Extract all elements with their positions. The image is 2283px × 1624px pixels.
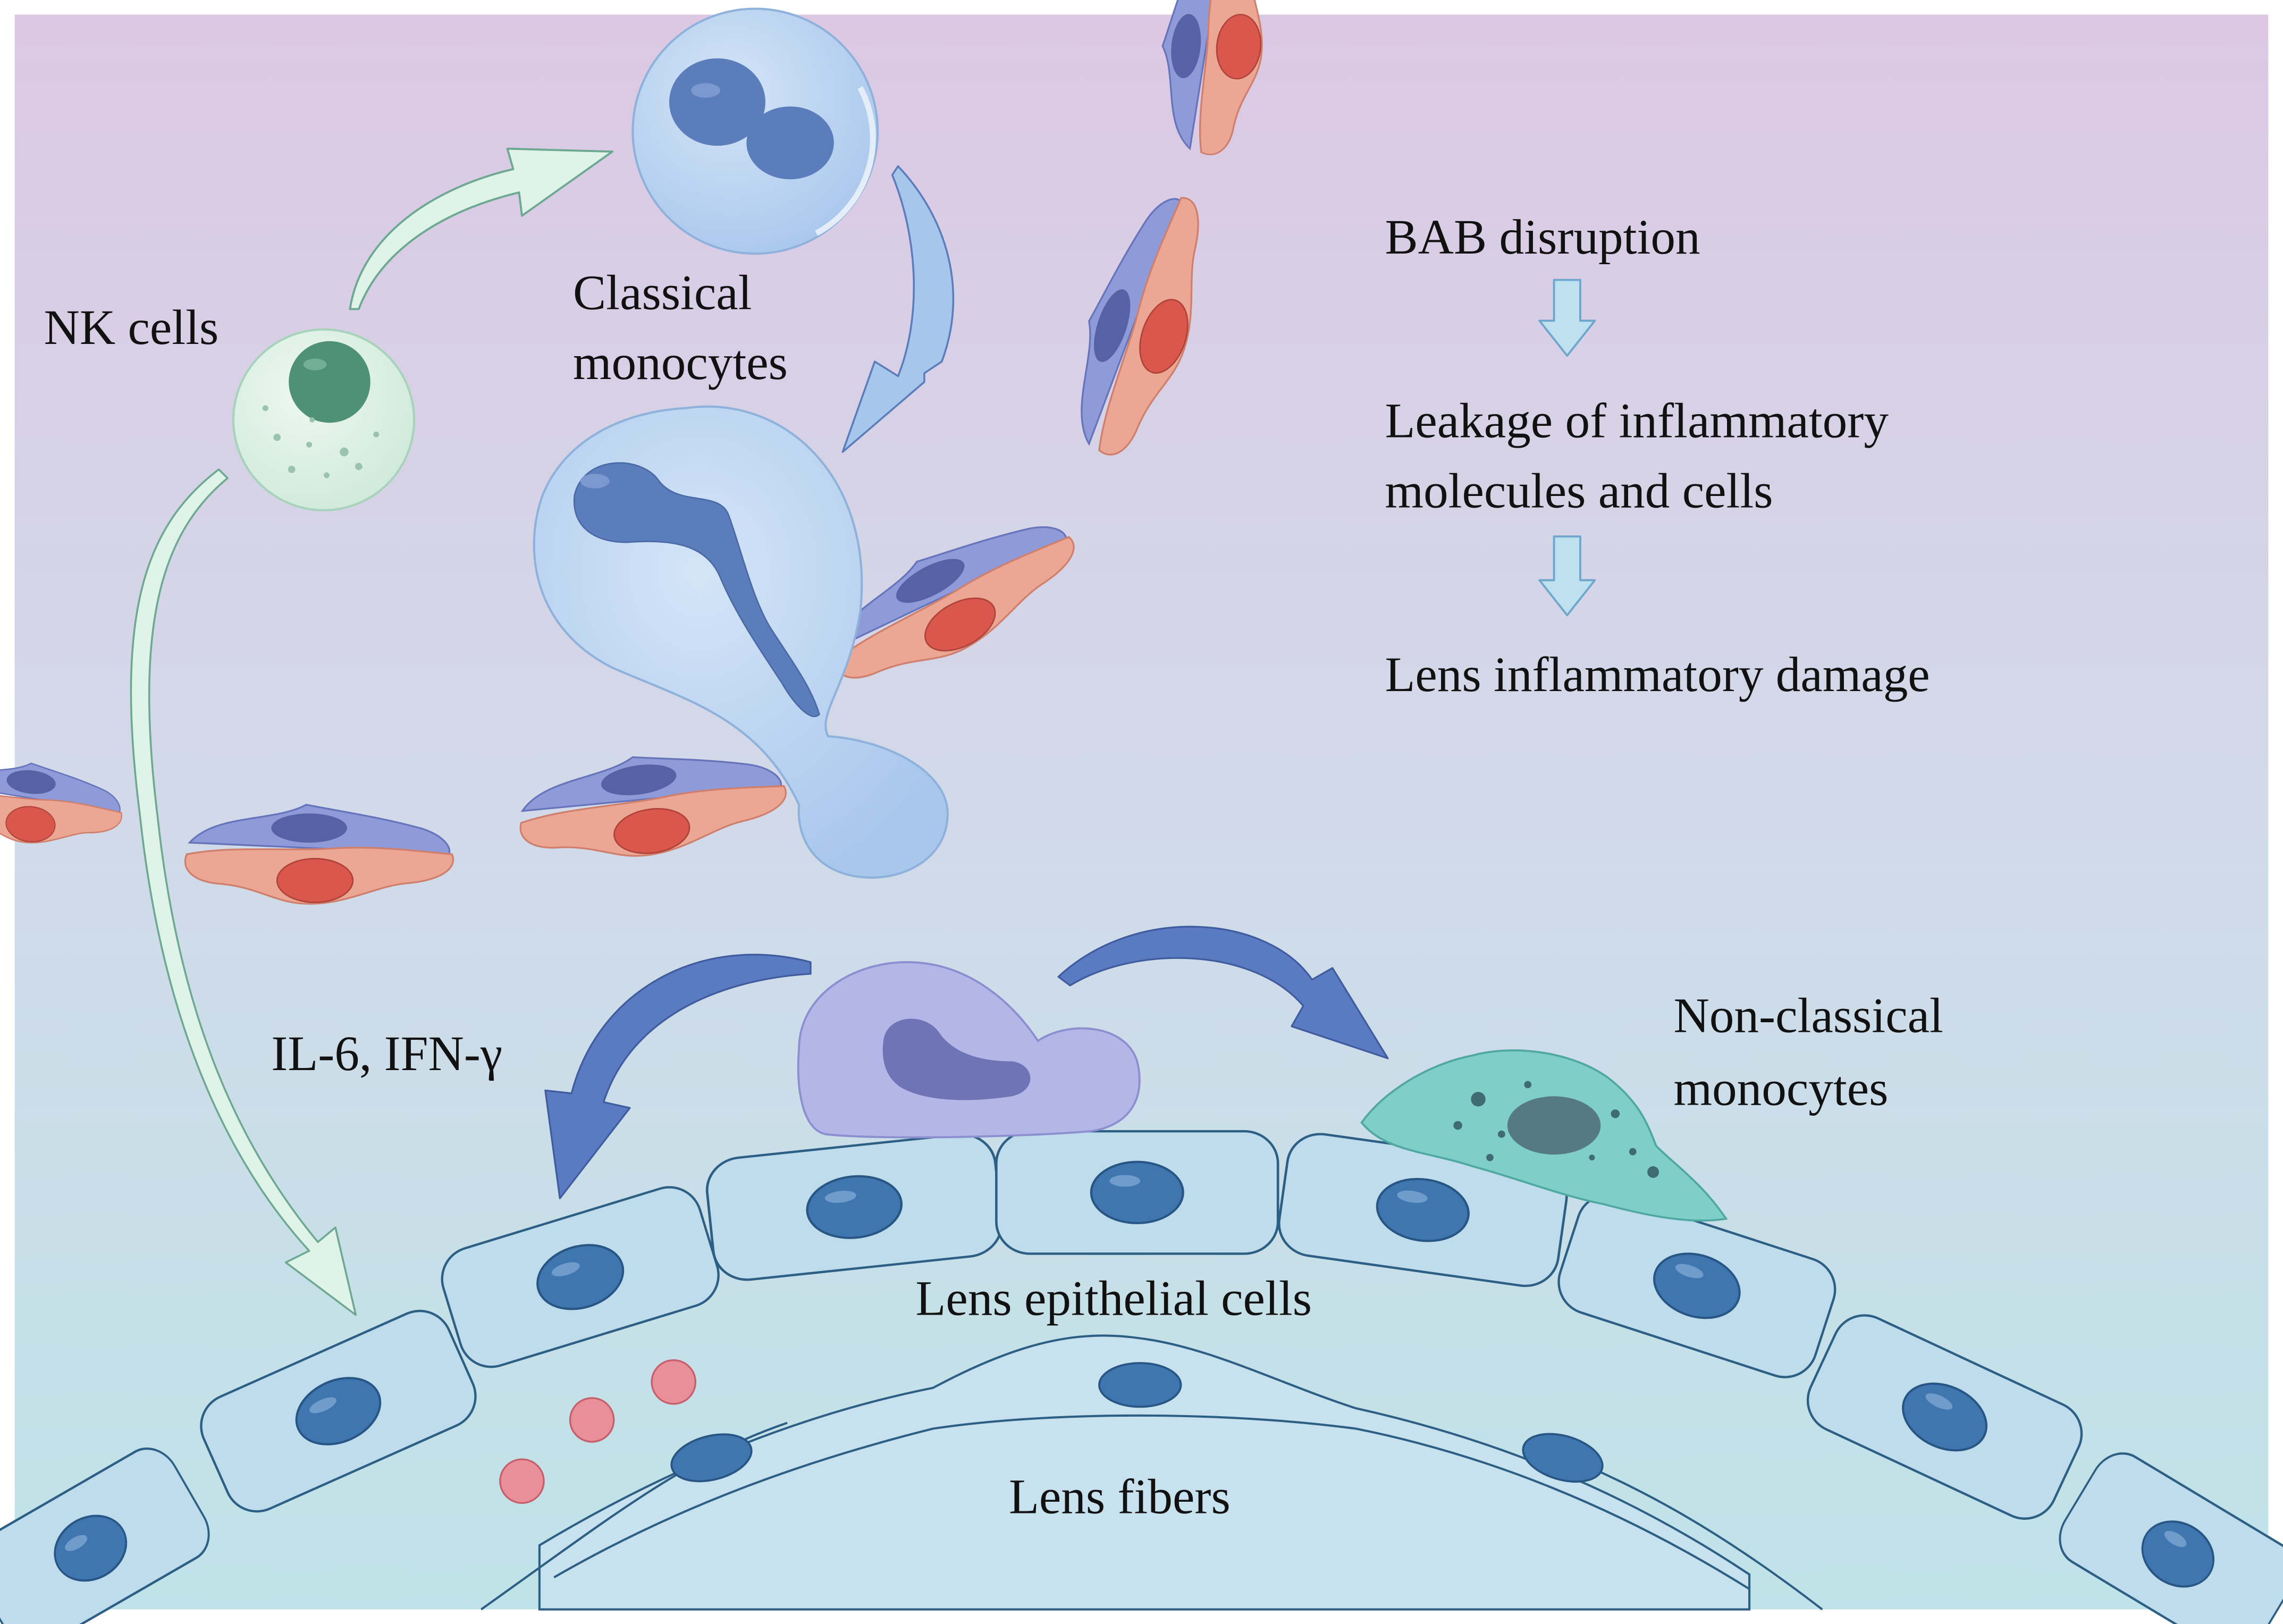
classical-monocytes-label-line1: Classical xyxy=(573,265,752,320)
adherent-monocyte xyxy=(797,961,1141,1139)
nonclassical-monocytes-label-line2: monocytes xyxy=(1673,1062,1888,1116)
nk-cells-label: NK cells xyxy=(44,300,218,355)
nk-cell xyxy=(232,328,416,511)
nonclassical-monocytes-label-line1: Non-classical xyxy=(1673,989,1943,1044)
nk-to-lens-arrow xyxy=(130,468,357,1316)
classical-monocyte-cell xyxy=(631,7,879,255)
cascade-step-2-line1: Leakage of inflammatory xyxy=(1385,394,1889,449)
nk-to-monocyte-arrow xyxy=(349,147,613,310)
classical-monocytes-label-line2: monocytes xyxy=(573,335,788,390)
cascade-step-1: BAB disruption xyxy=(1385,210,1700,265)
cascade-arrow-1 xyxy=(1538,279,1596,357)
lens-epithelial-cell xyxy=(996,1131,1278,1253)
monocyte-differentiation-arrow xyxy=(1057,925,1389,1059)
cytokine-label: IL-6, IFN-γ xyxy=(271,1026,502,1081)
cytokine-particles xyxy=(499,1359,696,1504)
lens-epithelial-cells-label: Lens epithelial cells xyxy=(915,1272,1312,1326)
nonclassical-monocyte-cell xyxy=(1360,1049,1728,1222)
cascade-step-2-line2: molecules and cells xyxy=(1385,464,1773,518)
cascade-step-3: Lens inflammatory damage xyxy=(1385,647,1930,702)
cytokine-release-arrow xyxy=(544,954,812,1199)
lens-fiber-nucleus xyxy=(1098,1362,1182,1408)
transmigrating-monocyte xyxy=(533,405,949,879)
lens-fibers-label: Lens fibers xyxy=(1009,1470,1231,1525)
monocyte-migration-arrow xyxy=(841,165,955,453)
cascade-arrow-2 xyxy=(1538,535,1596,617)
